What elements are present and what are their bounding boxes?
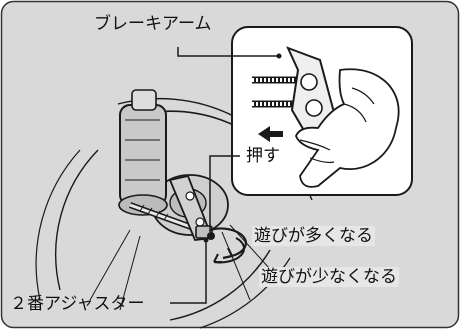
- push-leader: [209, 155, 240, 232]
- push-arrow: [258, 126, 283, 142]
- adjuster-leader: [170, 240, 207, 304]
- leader-lines: [170, 47, 282, 304]
- zoom-inset: [231, 26, 413, 196]
- push-label: 押す: [246, 146, 280, 166]
- brake-arm-label: ブレーキアーム: [94, 14, 212, 34]
- hand-illustration: [295, 68, 400, 188]
- rotation-arrows: [207, 227, 247, 264]
- shock-absorber-illustration: [118, 89, 168, 216]
- adjuster-label: ２番アジャスター: [10, 294, 145, 314]
- brake-arm-leader: [177, 47, 279, 57]
- more-play-label: 遊びが多くなる: [252, 226, 375, 246]
- less-play-label: 遊びが少なくなる: [259, 267, 399, 287]
- brake-rod-illustration: [128, 174, 214, 241]
